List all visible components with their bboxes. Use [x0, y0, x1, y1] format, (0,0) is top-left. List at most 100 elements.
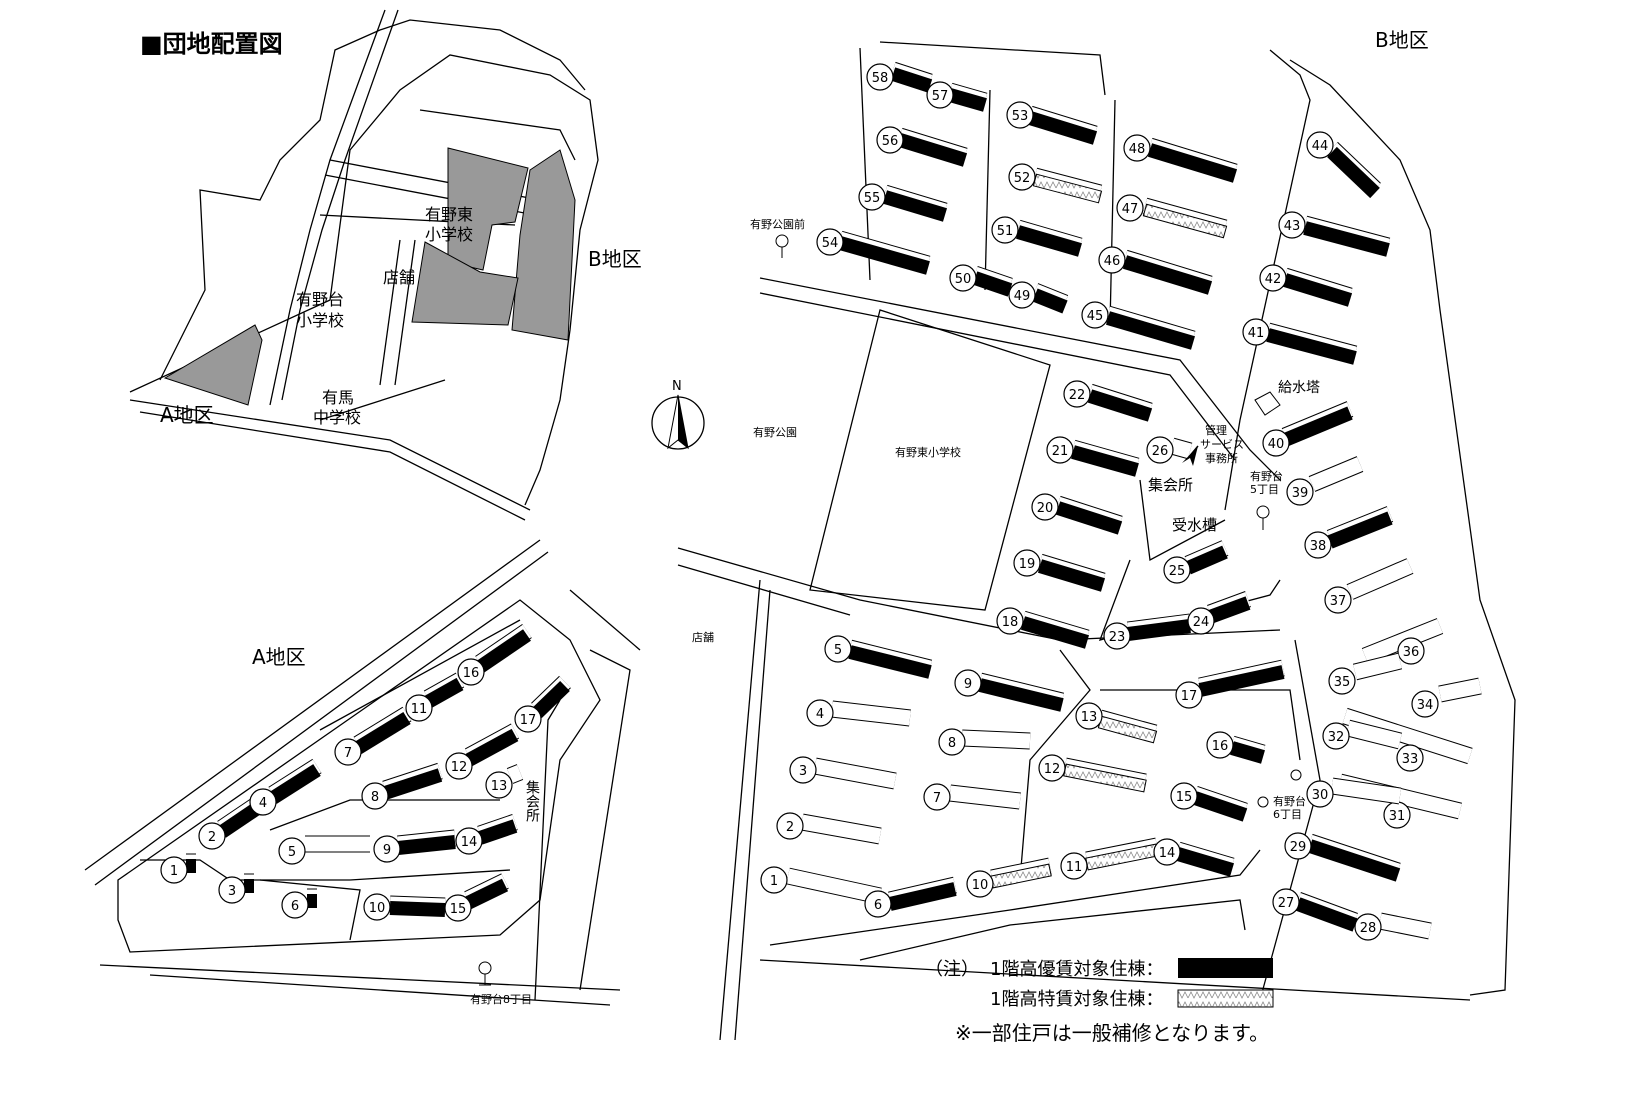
district-a-building-11[interactable]: 11 [405, 672, 465, 722]
district-b-building-53[interactable]: 53 [1006, 101, 1098, 145]
district-b-building-12[interactable]: 12 [1038, 754, 1147, 793]
district-b-building-22[interactable]: 22 [1063, 380, 1153, 422]
building-number: 40 [1268, 437, 1285, 452]
building-number: 36 [1403, 645, 1420, 660]
building-number-badge [334, 738, 362, 766]
district-a-building-6[interactable]: 6 [281, 888, 317, 919]
district-b-building-45[interactable]: 45 [1081, 301, 1196, 350]
building-number-badge [938, 728, 966, 756]
district-b-building-39[interactable]: 39 [1286, 456, 1364, 506]
district-b-building-40[interactable]: 40 [1262, 401, 1354, 457]
overview-map: B地区 A地区 有野東 小学校 店舗 有野台 小学校 有馬 中学校 [129, 9, 642, 521]
district-a-building-17[interactable]: 17 [514, 675, 571, 733]
district-b-building-29[interactable]: 29 [1284, 832, 1401, 882]
district-a-building-16[interactable]: 16 [457, 623, 532, 686]
priority-rent-building-mark [354, 712, 411, 754]
district-b-building-49[interactable]: 49 [1008, 281, 1069, 314]
district-a-building-10[interactable]: 10 [363, 893, 446, 921]
district-a-building-15[interactable]: 15 [444, 873, 509, 922]
district-b-building-3[interactable]: 3 [789, 756, 897, 790]
district-b-building-42[interactable]: 42 [1259, 264, 1353, 307]
building-number: 7 [344, 746, 352, 761]
district-b-building-25[interactable]: 25 [1163, 540, 1229, 584]
district-b-building-36[interactable]: 36 [1361, 618, 1444, 665]
district-b-building-13[interactable]: 13 [1075, 702, 1158, 744]
priority-rent-building-mark [1198, 665, 1285, 697]
district-b-building-41[interactable]: 41 [1242, 318, 1358, 365]
district-b-building-32[interactable]: 32 [1322, 719, 1403, 750]
district-b-building-37[interactable]: 37 [1324, 558, 1414, 614]
district-b-building-15[interactable]: 15 [1170, 782, 1248, 822]
district-a-building-9[interactable]: 9 [373, 829, 456, 863]
district-b-building-5[interactable]: 5 [824, 635, 933, 679]
building-number: 30 [1312, 788, 1329, 803]
district-a-building-1[interactable]: 1 [160, 853, 196, 884]
district-b-building-4[interactable]: 4 [806, 699, 911, 727]
district-a-building-14[interactable]: 14 [455, 813, 518, 855]
district-a-building-12[interactable]: 12 [445, 723, 520, 780]
building-number-badge [1008, 163, 1036, 191]
district-a-building-3[interactable]: 3 [218, 873, 254, 904]
building-number-badge [373, 835, 401, 863]
building-number: 33 [1402, 752, 1419, 767]
district-b-building-23[interactable]: 23 [1103, 613, 1192, 650]
building-number-badge [444, 894, 472, 922]
district-b-building-46[interactable]: 46 [1098, 246, 1213, 295]
building-outline [786, 868, 882, 904]
building-number-badge [1081, 301, 1109, 329]
district-b-building-24[interactable]: 24 [1187, 591, 1251, 635]
page-title: ■団地配置図 [140, 30, 283, 58]
building-number: 57 [932, 89, 949, 104]
building-number: 38 [1310, 539, 1327, 554]
district-b-building-14[interactable]: 14 [1153, 838, 1235, 877]
district-b-building-38[interactable]: 38 [1304, 506, 1394, 559]
district-b-building-28[interactable]: 28 [1354, 912, 1432, 941]
building-number: 45 [1087, 309, 1104, 324]
district-b-building-54[interactable]: 54 [816, 228, 931, 275]
district-b-building-35[interactable]: 35 [1328, 652, 1403, 695]
building-number: 12 [451, 760, 468, 775]
district-b-building-44[interactable]: 44 [1306, 131, 1381, 199]
district-b-building-11[interactable]: 11 [1060, 837, 1159, 880]
district-a-building-8[interactable]: 8 [361, 762, 443, 810]
district-b-building-19[interactable]: 19 [1013, 549, 1106, 592]
district-b-building-56[interactable]: 56 [876, 126, 968, 167]
district-b-building-2[interactable]: 2 [776, 812, 882, 845]
district-b-building-51[interactable]: 51 [991, 216, 1083, 257]
district-b-building-57[interactable]: 57 [926, 81, 988, 112]
district-b-building-58[interactable]: 58 [866, 61, 933, 93]
district-b-building-8[interactable]: 8 [938, 728, 1031, 756]
district-b-building-10[interactable]: 10 [966, 857, 1052, 898]
district-b-building-52[interactable]: 52 [1008, 163, 1103, 204]
district-b-building-27[interactable]: 27 [1272, 888, 1358, 932]
building-number-badge [1354, 913, 1382, 941]
district-b-building-9[interactable]: 9 [954, 669, 1065, 712]
district-b-building-16[interactable]: 16 [1206, 731, 1266, 764]
district-a-building-5[interactable]: 5 [278, 835, 370, 865]
district-b-building-18[interactable]: 18 [996, 607, 1090, 649]
district-a-building-4[interactable]: 4 [249, 758, 322, 816]
district-b-building-17[interactable]: 17 [1175, 659, 1285, 709]
district-b-building-48[interactable]: 48 [1123, 134, 1238, 183]
district-b-building-6[interactable]: 6 [864, 876, 957, 918]
building-number: 49 [1014, 289, 1031, 304]
district-b-building-55[interactable]: 55 [858, 183, 948, 222]
district-a-building-13[interactable]: 13 [485, 764, 524, 799]
district-b-building-1[interactable]: 1 [760, 866, 882, 905]
priority-rent-building-mark [477, 819, 518, 845]
north-compass-icon: N [651, 379, 705, 450]
district-b-building-30[interactable]: 30 [1306, 777, 1402, 808]
district-b-building-33[interactable]: 33 [1342, 707, 1473, 772]
district-b-building-26[interactable]: 26 [1146, 436, 1193, 464]
district-b-building-50[interactable]: 50 [949, 264, 1013, 297]
district-b-building-7[interactable]: 7 [923, 783, 1021, 811]
district-b-building-43[interactable]: 43 [1278, 211, 1391, 257]
district-a-building-7[interactable]: 7 [334, 706, 412, 766]
building-number: 1 [170, 864, 178, 879]
district-b-building-20[interactable]: 20 [1031, 493, 1123, 535]
priority-rent-building-mark [1327, 511, 1393, 549]
district-b-building-21[interactable]: 21 [1046, 436, 1140, 477]
district-b-building-34[interactable]: 34 [1411, 677, 1482, 718]
building-number-badge [866, 63, 894, 91]
district-b-building-47[interactable]: 47 [1116, 194, 1228, 239]
